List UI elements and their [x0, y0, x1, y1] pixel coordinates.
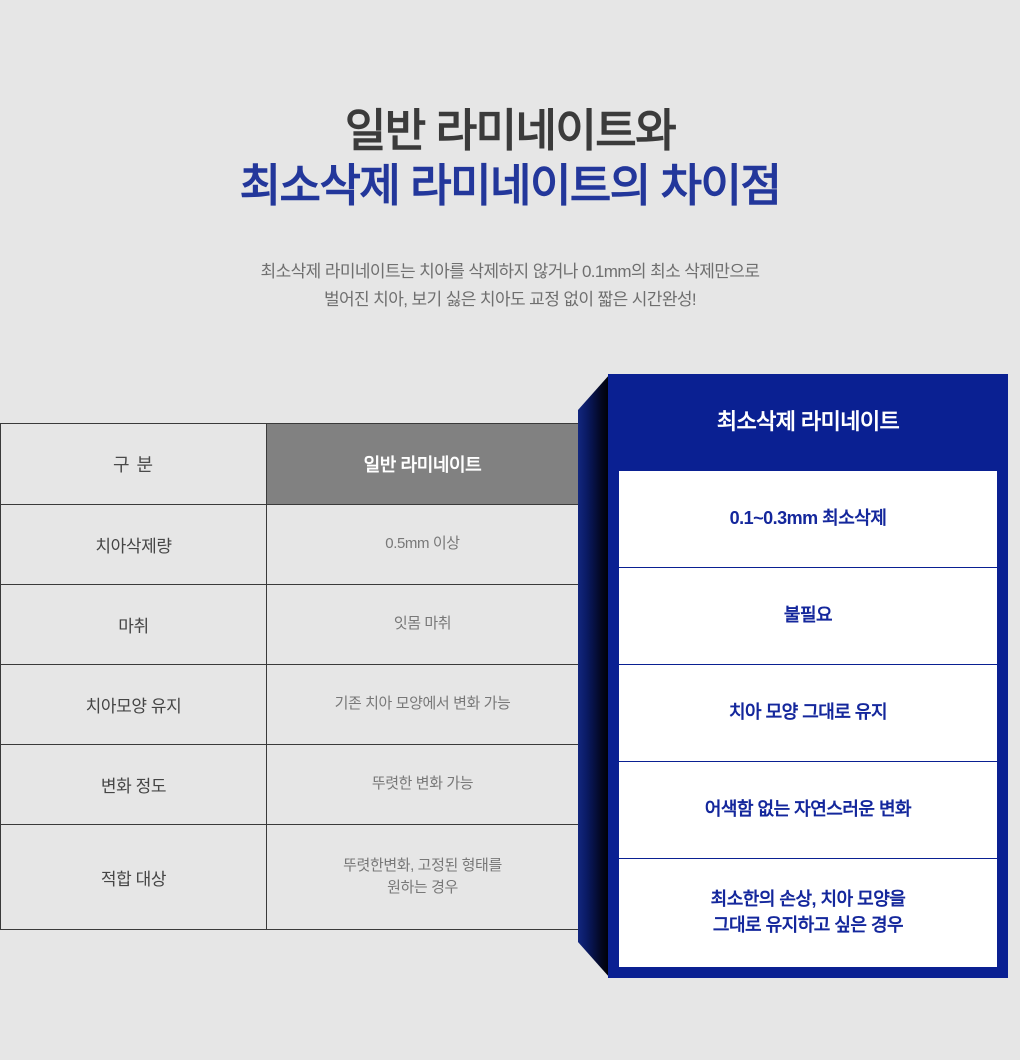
- row-value-line-1: 0.5mm 이상: [385, 535, 460, 553]
- row-value-line-1: 기존 치아 모양에서 변화 가능: [334, 695, 511, 713]
- panel-value-suitable-target: 최소한의 손상, 치아 모양을 그대로 유지하고 싶은 경우: [618, 858, 998, 968]
- panel-row: 어색함 없는 자연스러운 변화: [618, 761, 998, 859]
- highlight-panel: 최소삭제 라미네이트 0.1~0.3mm 최소삭제 불필요 치아 모양 그대로 …: [578, 374, 1008, 978]
- panel-value-line-1: 불필요: [783, 605, 833, 626]
- row-label-shape-retention: 치아모양 유지: [0, 664, 267, 745]
- table-row: 마취 잇몸 마취: [0, 584, 579, 665]
- table-row: 적합 대상 뚜렷한변화, 고정된 형태를 원하는 경우: [0, 824, 579, 930]
- page-title: 일반 라미네이트와 최소삭제 라미네이트의 차이점: [0, 104, 1020, 214]
- row-label-tooth-reduction: 치아삭제량: [0, 504, 267, 585]
- panel-value-line-1: 치아 모양 그대로 유지: [728, 702, 888, 723]
- table-header-category: 구 분: [0, 423, 267, 505]
- row-value-shape-retention: 기존 치아 모양에서 변화 가능: [266, 664, 579, 745]
- table-row: 치아모양 유지 기존 치아 모양에서 변화 가능: [0, 664, 579, 745]
- page-subtitle: 최소삭제 라미네이트는 치아를 삭제하지 않거나 0.1mm의 최소 삭제만으로…: [0, 258, 1020, 313]
- row-value-tooth-reduction: 0.5mm 이상: [266, 504, 579, 585]
- panel-value-line-2: 그대로 유지하고 싶은 경우: [712, 915, 904, 935]
- row-value-anesthesia: 잇몸 마취: [266, 584, 579, 665]
- row-label-suitable-target: 적합 대상: [0, 824, 267, 930]
- page-subtitle-line-2: 벌어진 치아, 보기 싫은 치아도 교정 없이 짧은 시간완성!: [323, 289, 697, 309]
- panel-value-line-1: 0.1~0.3mm 최소삭제: [729, 508, 887, 529]
- row-value-change-degree: 뚜렷한 변화 가능: [266, 744, 579, 825]
- panel-row: 최소한의 손상, 치아 모양을 그대로 유지하고 싶은 경우: [618, 858, 998, 968]
- row-label-anesthesia: 마취: [0, 584, 267, 665]
- panel-title: 최소삭제 라미네이트: [716, 409, 900, 434]
- comparison-table: 구 분 일반 라미네이트 치아삭제량 0.5mm 이상 마취 잇몸 마취 치아모…: [0, 423, 579, 930]
- row-value-line-1: 잇몸 마취: [393, 615, 452, 633]
- row-value-line-2: 원하는 경우: [387, 879, 458, 896]
- panel-3d-bevel: [578, 374, 610, 978]
- page-subtitle-line-1: 최소삭제 라미네이트는 치아를 삭제하지 않거나 0.1mm의 최소 삭제만으로: [260, 262, 761, 281]
- panel-value-change-degree: 어색함 없는 자연스러운 변화: [618, 761, 998, 859]
- panel-value-anesthesia: 불필요: [618, 567, 998, 665]
- row-value-suitable-target: 뚜렷한변화, 고정된 형태를 원하는 경우: [266, 824, 579, 930]
- panel-value-tooth-reduction: 0.1~0.3mm 최소삭제: [618, 470, 998, 568]
- panel-value-shape-retention: 치아 모양 그대로 유지: [618, 664, 998, 762]
- panel-value-line-1: 어색함 없는 자연스러운 변화: [704, 799, 912, 820]
- row-value-line-1: 뚜렷한변화, 고정된 형태를: [343, 856, 502, 874]
- row-value-line-1: 뚜렷한 변화 가능: [371, 775, 474, 793]
- panel-row: 0.1~0.3mm 최소삭제: [618, 470, 998, 568]
- table-header-general-laminate: 일반 라미네이트: [266, 423, 579, 505]
- panel-value-table: 0.1~0.3mm 최소삭제 불필요 치아 모양 그대로 유지 어색함 없는 자…: [618, 470, 998, 968]
- panel-body: 최소삭제 라미네이트 0.1~0.3mm 최소삭제 불필요 치아 모양 그대로 …: [608, 374, 1008, 978]
- page-title-line-2: 최소삭제 라미네이트의 차이점: [239, 159, 782, 211]
- panel-row: 불필요: [618, 567, 998, 665]
- panel-value-line-1: 최소한의 손상, 치아 모양을: [710, 889, 906, 910]
- table-header-row: 구 분 일반 라미네이트: [0, 423, 579, 505]
- panel-row: 치아 모양 그대로 유지: [618, 664, 998, 762]
- table-row: 변화 정도 뚜렷한 변화 가능: [0, 744, 579, 825]
- page-title-line-1: 일반 라미네이트와: [344, 105, 677, 156]
- row-label-change-degree: 변화 정도: [0, 744, 267, 825]
- table-row: 치아삭제량 0.5mm 이상: [0, 504, 579, 585]
